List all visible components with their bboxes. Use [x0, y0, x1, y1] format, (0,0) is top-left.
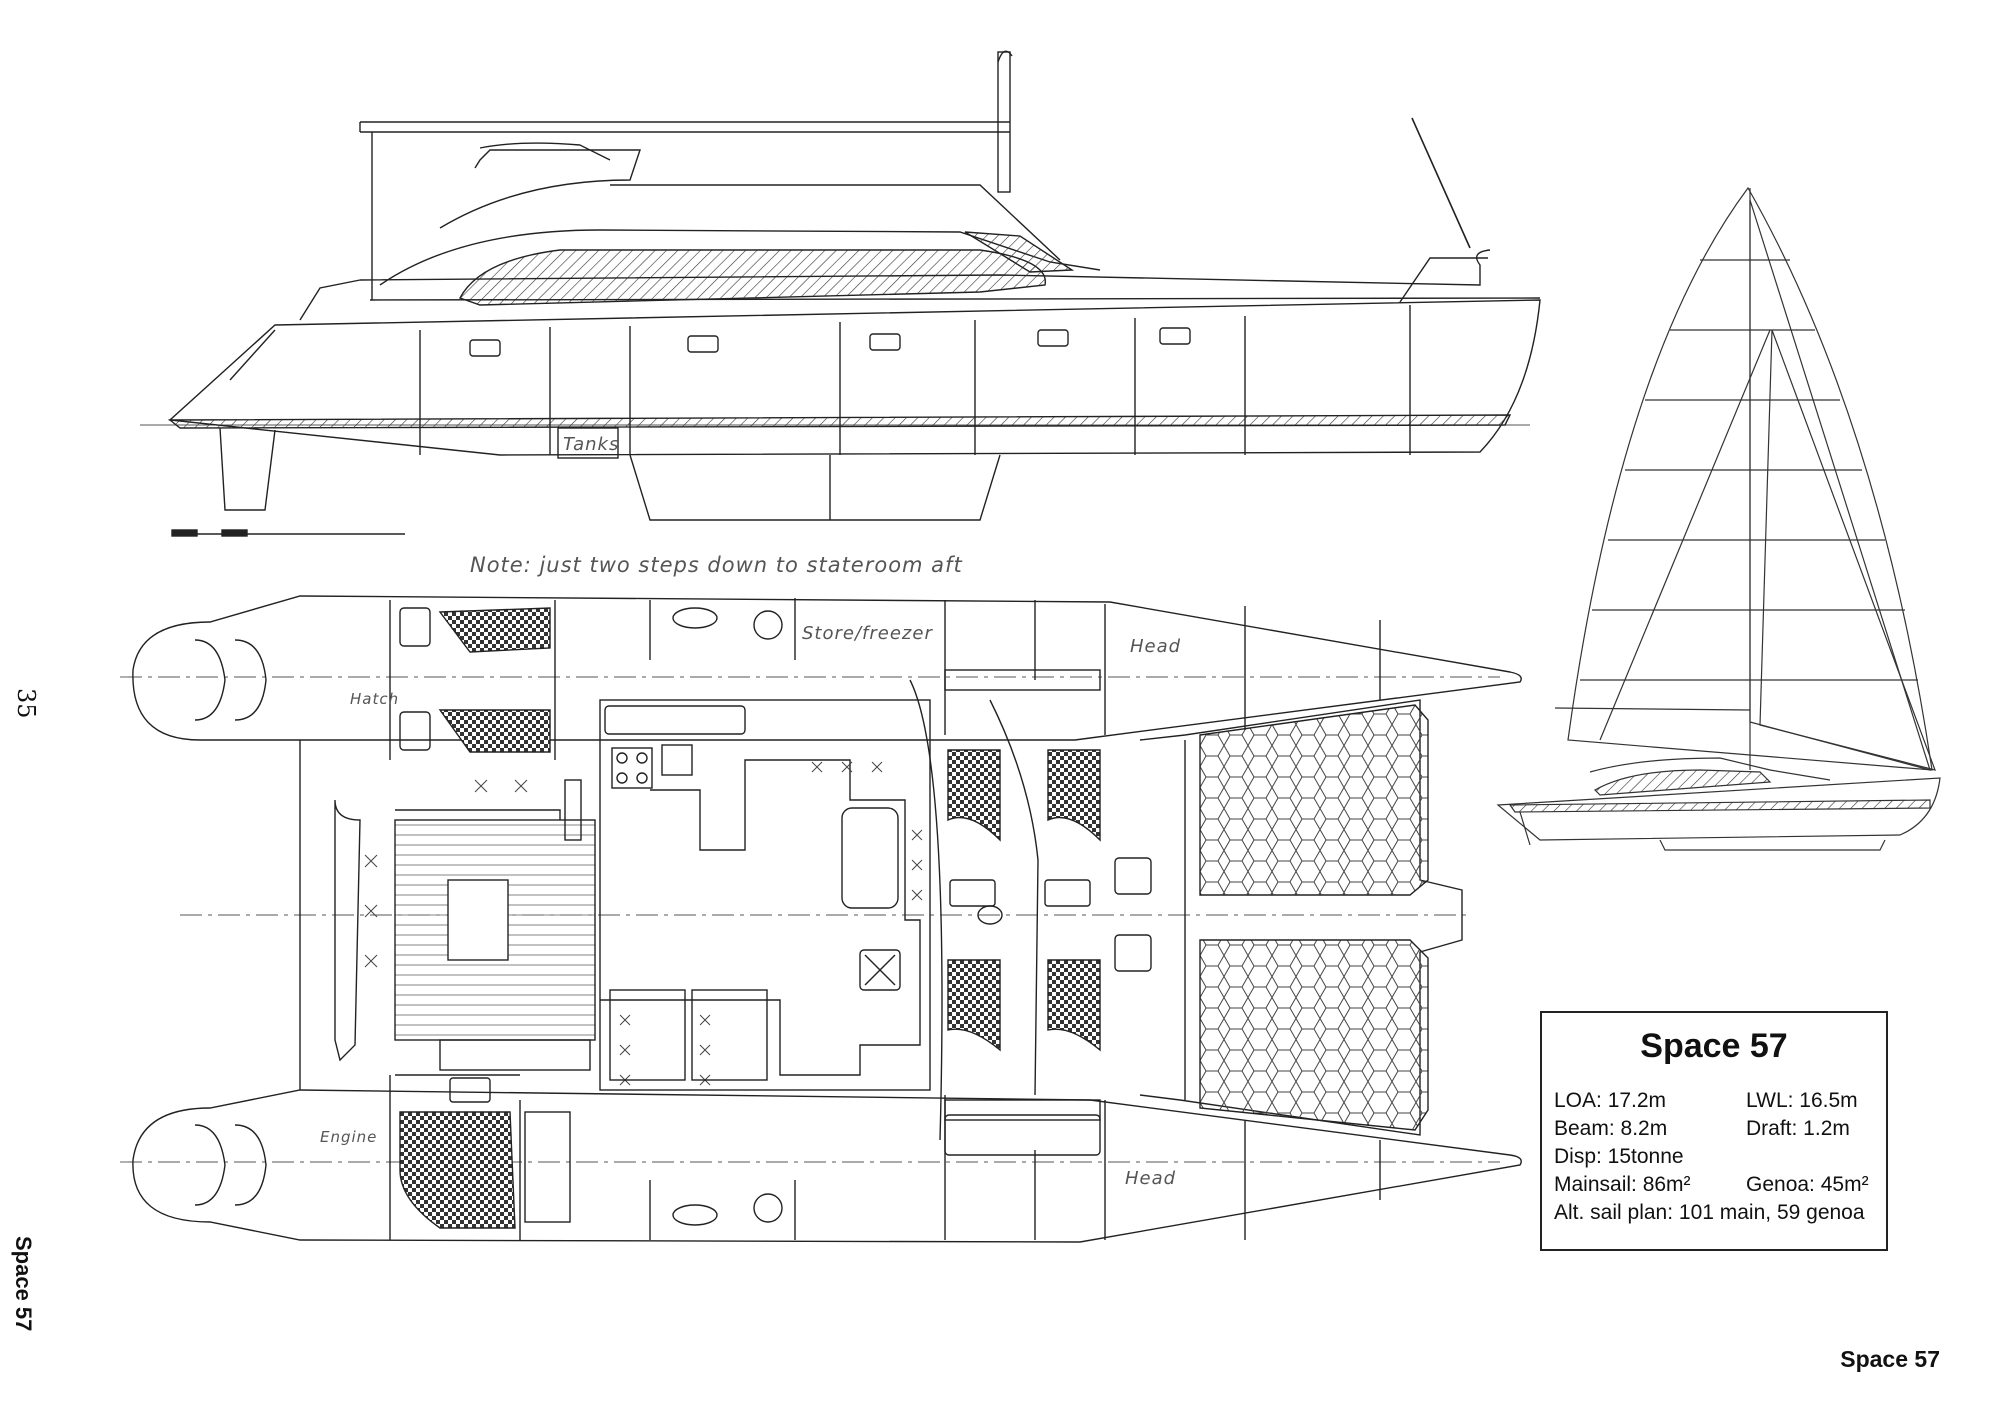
sail-plan-view — [1496, 186, 1941, 851]
drawing-note: Note: just two steps down to stateroom a… — [470, 553, 963, 577]
spec-beam: Beam: 8.2m — [1554, 1117, 1668, 1140]
footer-title: Space 57 — [1840, 1346, 1940, 1372]
page-number: 35 — [12, 688, 40, 719]
spec-displacement: Disp: 15tonne — [1554, 1145, 1684, 1168]
head-bottom-label: Head — [1125, 1168, 1177, 1189]
engine-label: Engine — [320, 1128, 378, 1146]
side-running-title: Space 57 — [11, 1236, 36, 1332]
hatch-label: Hatch — [350, 690, 400, 708]
spec-draft: Draft: 1.2m — [1746, 1117, 1850, 1140]
store-freezer-label: Store/freezer — [802, 623, 933, 644]
spec-alt-sail-plan: Alt. sail plan: 101 main, 59 genoa — [1554, 1201, 1865, 1224]
side-profile-view — [140, 50, 1541, 537]
specifications-box: Space 57 LOA: 17.2m LWL: 16.5m Beam: 8.2… — [1540, 1011, 1888, 1251]
spec-title: Space 57 — [1640, 1027, 1788, 1065]
spec-lwl: LWL: 16.5m — [1746, 1089, 1858, 1112]
spec-genoa: Genoa: 45m² — [1746, 1173, 1869, 1196]
spec-mainsail: Mainsail: 86m² — [1554, 1173, 1691, 1196]
tanks-label: Tanks — [563, 434, 620, 455]
spec-loa: LOA: 17.2m — [1554, 1089, 1667, 1112]
deck-plan-view — [120, 595, 1522, 1243]
head-top-label: Head — [1130, 636, 1182, 657]
